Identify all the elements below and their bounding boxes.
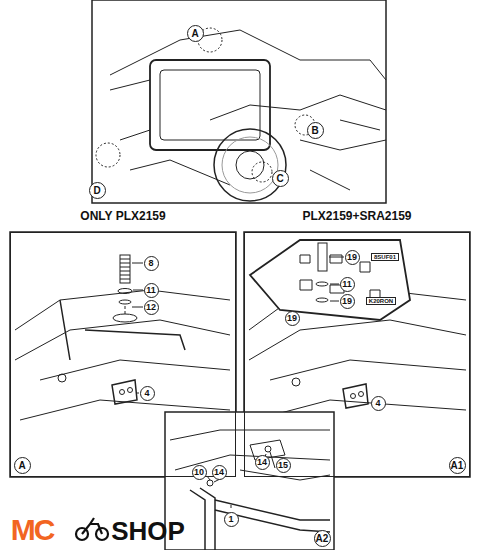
callout-number: 19 bbox=[285, 311, 300, 326]
view-letter: B bbox=[307, 122, 324, 139]
view-letter: D bbox=[89, 182, 106, 199]
view-heading: PLX2159+SRA2159 bbox=[245, 209, 469, 223]
view-panel: ONLY PLX2159 bbox=[10, 232, 236, 477]
watermark-logo: SHOP bbox=[111, 516, 185, 547]
callout-number: 14 bbox=[212, 465, 227, 480]
callout-number: 15 bbox=[276, 458, 291, 473]
watermark-logo: MC bbox=[11, 513, 54, 547]
part-code: 8SUF01 bbox=[371, 253, 399, 261]
callout-number: 19 bbox=[345, 250, 360, 265]
callout-number: 8 bbox=[144, 256, 159, 271]
view-letter: A bbox=[187, 25, 204, 42]
callout-number: 19 bbox=[340, 294, 355, 309]
view-heading: ONLY PLX2159 bbox=[11, 209, 235, 223]
view-letter: A1 bbox=[449, 457, 466, 474]
view-letter: A2 bbox=[314, 530, 331, 547]
view-panel: PLX2159+SRA2159 bbox=[244, 232, 470, 477]
callout-number: 14 bbox=[255, 455, 270, 470]
part-code: K20RON bbox=[366, 297, 396, 305]
callout-number: 11 bbox=[144, 283, 159, 298]
callout-number: 10 bbox=[192, 465, 207, 480]
view-letter: A bbox=[14, 457, 31, 474]
callout-number: 1 bbox=[224, 512, 239, 527]
callout-number: 4 bbox=[140, 386, 155, 401]
view-letter: C bbox=[272, 170, 289, 187]
callout-number: 12 bbox=[144, 300, 159, 315]
callout-number: 4 bbox=[371, 396, 386, 411]
callout-number: 11 bbox=[340, 277, 355, 292]
